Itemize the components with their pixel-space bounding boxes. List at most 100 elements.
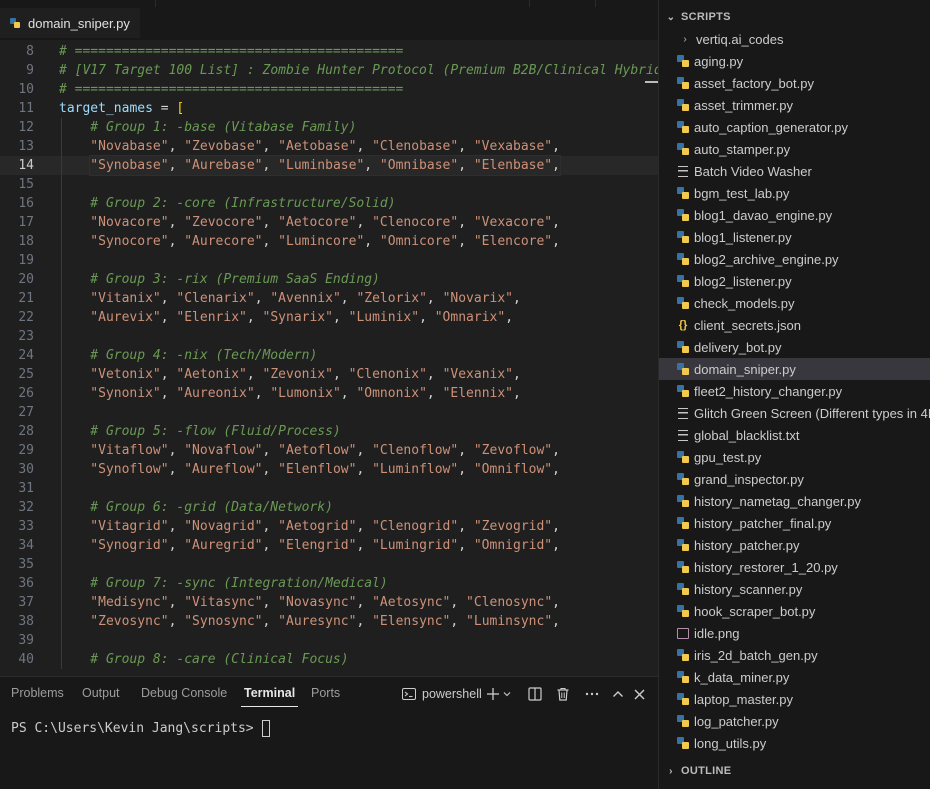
code-line[interactable]: 37"Medisync", "Vitasync", "Novasync", "A… xyxy=(0,593,658,612)
file-item[interactable]: gpu_test.py xyxy=(659,446,930,468)
file-item[interactable]: auto_caption_generator.py xyxy=(659,116,930,138)
code-line[interactable]: 30"Synoflow", "Aureflow", "Elenflow", "L… xyxy=(0,460,658,479)
tab-problems[interactable]: Problems xyxy=(11,686,64,700)
file-item[interactable]: Batch Video Washer xyxy=(659,160,930,182)
code-line[interactable]: 21"Vitanix", "Clenarix", "Avennix", "Zel… xyxy=(0,289,658,308)
code-line[interactable]: 13"Novabase", "Zevobase", "Aetobase", "C… xyxy=(0,137,658,156)
file-item[interactable]: history_scanner.py xyxy=(659,578,930,600)
file-item[interactable]: auto_stamper.py xyxy=(659,138,930,160)
file-item[interactable]: log_patcher.py xyxy=(659,710,930,732)
code-line[interactable]: 26"Synonix", "Aureonix", "Lumonix", "Omn… xyxy=(0,384,658,403)
code-line[interactable]: 24# Group 4: -nix (Tech/Modern) xyxy=(0,346,658,365)
file-item[interactable]: delivery_bot.py xyxy=(659,336,930,358)
code-line[interactable]: 20# Group 3: -rix (Premium SaaS Ending) xyxy=(0,270,658,289)
tab-terminal[interactable]: Terminal xyxy=(240,686,299,707)
line-number: 29 xyxy=(18,443,34,458)
code-line[interactable]: 34"Synogrid", "Auregrid", "Elengrid", "L… xyxy=(0,536,658,555)
file-item[interactable]: fleet2_history_changer.py xyxy=(659,380,930,402)
file-item[interactable]: blog2_archive_engine.py xyxy=(659,248,930,270)
code-line[interactable]: 32# Group 6: -grid (Data/Network) xyxy=(0,498,658,517)
code-line[interactable]: 22"Aurevix", "Elenrix", "Synarix", "Lumi… xyxy=(0,308,658,327)
line-text: "Aurevix", "Elenrix", "Synarix", "Lumini… xyxy=(90,308,513,327)
file-item[interactable]: check_models.py xyxy=(659,292,930,314)
editor-tab-domain-sniper[interactable]: domain_sniper.py xyxy=(0,8,140,38)
file-item[interactable]: aging.py xyxy=(659,50,930,72)
code-token-string: "Aetobase" xyxy=(278,139,357,154)
code-line[interactable]: 15 xyxy=(0,175,658,194)
file-item[interactable]: hook_scraper_bot.py xyxy=(659,600,930,622)
more-actions-button[interactable] xyxy=(585,685,599,703)
code-line[interactable]: 10# ====================================… xyxy=(0,80,658,99)
split-terminal-button[interactable] xyxy=(528,685,542,703)
tab-debug-console[interactable]: Debug Console xyxy=(141,686,228,700)
code-line[interactable]: 27 xyxy=(0,403,658,422)
terminal-prompt-line[interactable]: PS C:\Users\Kevin Jang\scripts> xyxy=(11,720,271,737)
code-line[interactable]: 19 xyxy=(0,251,658,270)
code-line[interactable]: 28# Group 5: -flow (Fluid/Process) xyxy=(0,422,658,441)
code-line[interactable]: 17"Novacore", "Zevocore", "Aetocore", "C… xyxy=(0,213,658,232)
code-line[interactable]: 8# =====================================… xyxy=(0,42,658,61)
code-line[interactable]: 33"Vitagrid", "Novagrid", "Aetogrid", "C… xyxy=(0,517,658,536)
file-item[interactable]: long_utils.py xyxy=(659,732,930,754)
code-token-string: "Synarix" xyxy=(262,310,333,325)
code-line[interactable]: 36# Group 7: -sync (Integration/Medical) xyxy=(0,574,658,593)
code-line[interactable]: 40# Group 8: -care (Clinical Focus) xyxy=(0,650,658,669)
code-token-punct: , xyxy=(168,538,185,553)
scripts-section-header[interactable]: ⌄ SCRIPTS xyxy=(659,6,930,28)
file-item[interactable]: history_nametag_changer.py xyxy=(659,490,930,512)
indent-guide xyxy=(61,137,62,156)
file-item[interactable]: blog1_listener.py xyxy=(659,226,930,248)
new-terminal-button[interactable] xyxy=(486,685,511,703)
code-line[interactable]: 39 xyxy=(0,631,658,650)
file-item[interactable]: domain_sniper.py xyxy=(659,358,930,380)
code-editor[interactable]: 8# =====================================… xyxy=(0,41,658,676)
close-panel-button[interactable] xyxy=(634,685,645,703)
python-file-icon xyxy=(677,737,689,749)
chevron-down-icon[interactable] xyxy=(503,691,511,697)
terminal-selector[interactable]: powershell xyxy=(402,685,482,703)
code-token-bracket: [ xyxy=(176,101,185,116)
code-line[interactable]: 16# Group 2: -core (Infrastructure/Solid… xyxy=(0,194,658,213)
outline-section-header[interactable]: › OUTLINE xyxy=(659,760,930,782)
folder-item[interactable]: ›vertiq.ai_codes xyxy=(659,28,930,50)
file-item[interactable]: asset_trimmer.py xyxy=(659,94,930,116)
file-item[interactable]: history_patcher.py xyxy=(659,534,930,556)
file-item[interactable]: blog2_listener.py xyxy=(659,270,930,292)
code-token-string: "Lumincore" xyxy=(278,234,365,249)
kill-terminal-button[interactable] xyxy=(556,685,570,703)
code-token-punct: , xyxy=(458,215,474,230)
maximize-panel-button[interactable] xyxy=(612,685,624,703)
code-token-comment: # Group 1: -base (Vitabase Family) xyxy=(90,120,357,135)
file-item[interactable]: history_restorer_1_20.py xyxy=(659,556,930,578)
file-item[interactable]: iris_2d_batch_gen.py xyxy=(659,644,930,666)
code-line[interactable]: 35 xyxy=(0,555,658,574)
file-item[interactable]: laptop_master.py xyxy=(659,688,930,710)
file-item[interactable]: bgm_test_lab.py xyxy=(659,182,930,204)
code-line[interactable]: 25"Vetonix", "Aetonix", "Zevonix", "Clen… xyxy=(0,365,658,384)
code-line[interactable]: 14"Synobase", "Aurebase", "Luminbase", "… xyxy=(0,155,658,176)
code-line[interactable]: 23 xyxy=(0,327,658,346)
file-item[interactable]: blog1_davao_engine.py xyxy=(659,204,930,226)
tab-ports[interactable]: Ports xyxy=(311,686,341,700)
line-text: # Group 1: -base (Vitabase Family) xyxy=(90,118,356,137)
file-item[interactable]: global_blacklist.txt xyxy=(659,424,930,446)
code-line[interactable]: 31 xyxy=(0,479,658,498)
indent-guide xyxy=(61,574,62,593)
code-token-string: "Elenflow" xyxy=(278,462,357,477)
file-item[interactable]: idle.png xyxy=(659,622,930,644)
indent-guide xyxy=(61,118,62,137)
code-line[interactable]: 18"Synocore", "Aurecore", "Lumincore", "… xyxy=(0,232,658,251)
file-item[interactable]: k_data_miner.py xyxy=(659,666,930,688)
file-item[interactable]: asset_factory_bot.py xyxy=(659,72,930,94)
line-text: "Synobase", "Aurebase", "Luminbase", "Om… xyxy=(89,155,561,176)
code-line[interactable]: 38"Zevosync", "Synosync", "Auresync", "E… xyxy=(0,612,658,631)
file-item[interactable]: history_patcher_final.py xyxy=(659,512,930,534)
code-line[interactable]: 9# [V17 Target 100 List] : Zombie Hunter… xyxy=(0,61,658,80)
file-item[interactable]: Glitch Green Screen (Different types in … xyxy=(659,402,930,424)
tab-output[interactable]: Output xyxy=(82,686,120,700)
file-item[interactable]: grand_inspector.py xyxy=(659,468,930,490)
code-line[interactable]: 12# Group 1: -base (Vitabase Family) xyxy=(0,118,658,137)
file-item[interactable]: {}client_secrets.json xyxy=(659,314,930,336)
code-line[interactable]: 29"Vitaflow", "Novaflow", "Aetoflow", "C… xyxy=(0,441,658,460)
